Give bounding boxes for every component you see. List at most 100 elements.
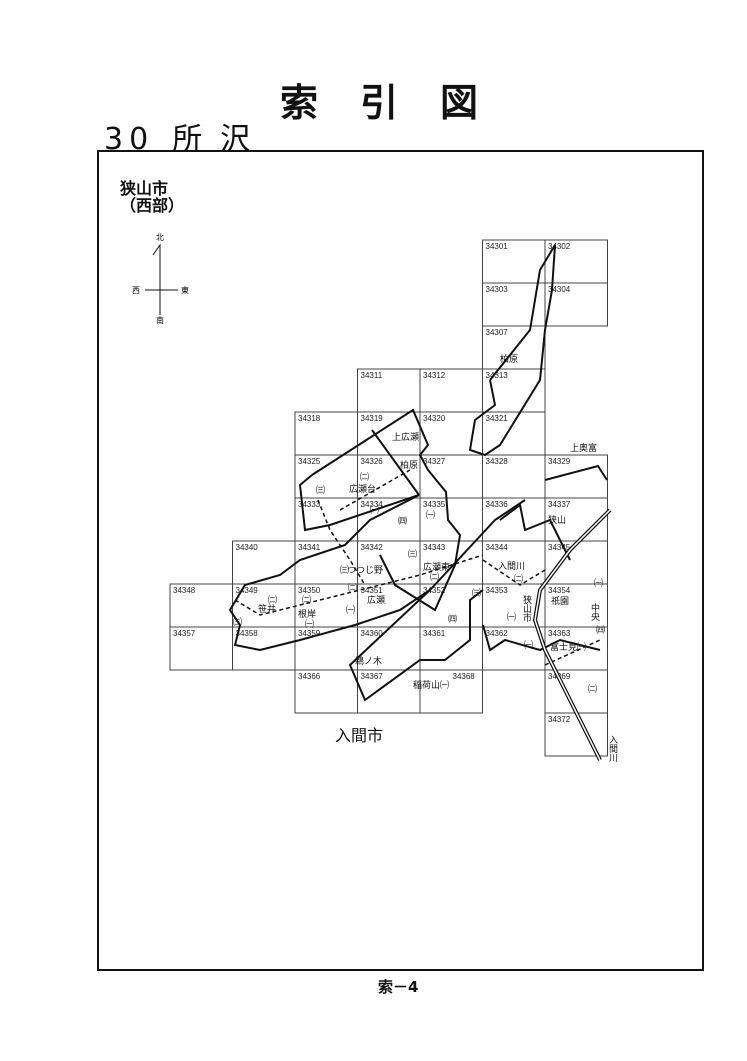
sheet-number: 34343 (423, 543, 446, 552)
compass-east: 東 (181, 285, 189, 295)
place-label: 柏原 (400, 459, 418, 471)
sheet-number: 34304 (548, 285, 571, 294)
sheet-number: 34349 (236, 586, 259, 595)
place-label: 上広瀬 (392, 431, 419, 443)
sheet-number: 34302 (548, 242, 571, 251)
sheet-number: 34353 (486, 586, 509, 595)
place-label: 中央 (589, 602, 600, 622)
place-label: 根岸 (298, 608, 316, 620)
place-label: ㈠ (594, 577, 603, 589)
sheet-number: 34367 (361, 672, 384, 681)
sheet-number: 34326 (361, 457, 384, 466)
sheet-number: 34340 (236, 543, 259, 552)
place-label: 稲荷山㈠ (413, 679, 449, 691)
place-label: ㈠ (370, 504, 379, 516)
sheet-number: 34328 (486, 457, 509, 466)
district-boundaries (228, 244, 608, 702)
sheet-number: 34329 (548, 457, 571, 466)
city-name: 狭山市 (120, 179, 169, 198)
place-label: ㈠ (305, 618, 314, 630)
place-label: ㈢ (472, 587, 481, 599)
place-label: ㈣ (448, 613, 457, 625)
city-part: （西部） (120, 196, 185, 215)
place-label: 入間川 (607, 735, 618, 762)
compass-icon: 北 南 西 東 (132, 233, 189, 325)
place-label: ㈢ (233, 616, 242, 628)
sheet-number: 34334 (361, 500, 384, 509)
sheet-number: 34354 (548, 586, 571, 595)
place-label: 広瀬 (367, 594, 385, 606)
place-labels: 柏原上広瀬柏原広瀬台㈡㈢㈠㈣㈠上奥富狭山つつじ野㈢㈢広瀬東㈡入間川㈡笹井㈡㈢根岸… (233, 353, 618, 762)
sheet-number: 34368 (453, 672, 476, 681)
place-label: ㈣ (398, 515, 407, 527)
sheet-number: 34303 (486, 285, 509, 294)
place-label: ㈢ (408, 548, 417, 560)
sheet-number: 34351 (361, 586, 384, 595)
sheet-number: 34358 (236, 629, 259, 638)
place-label: つつじ野 (347, 565, 383, 576)
place-label: ㈠ (426, 509, 435, 521)
place-label: ㈡ (360, 471, 369, 483)
compass-south: 南 (156, 315, 164, 325)
sheet-number: 34307 (486, 328, 509, 337)
place-label: ㈢ (340, 564, 349, 576)
sheet-number: 34336 (486, 500, 509, 509)
place-label: ㈡ (514, 573, 523, 585)
place-label: 上奥富 (570, 442, 597, 454)
place-label: ㈡ (430, 571, 439, 583)
place-label: 富士見㈠ (550, 641, 586, 653)
place-label: ㈣ (596, 624, 605, 636)
place-label: 広瀬東 (423, 561, 450, 573)
sheet-number: 34357 (173, 629, 196, 638)
sheet-number: 34359 (298, 629, 321, 638)
sheet-number: 34344 (486, 543, 509, 552)
sheet-number: 34360 (361, 629, 384, 638)
sheet-number: 34319 (361, 414, 384, 423)
sheet-number: 34372 (548, 715, 571, 724)
sheet-number: 34337 (548, 500, 571, 509)
sheet-number: 34327 (423, 457, 446, 466)
sheet-number: 34361 (423, 629, 446, 638)
sheet-number: 34345 (548, 543, 571, 552)
sheet-number: 34325 (298, 457, 321, 466)
place-label: ㈠ (507, 611, 516, 623)
sheet-number: 34362 (486, 629, 509, 638)
city-label: 狭山市（西部） (120, 180, 184, 214)
compass-west: 西 (132, 286, 140, 295)
sheet-number: 34352 (423, 586, 446, 595)
place-label: ㈡ (302, 594, 311, 606)
place-label: ㈡ (268, 594, 277, 606)
sheet-number: 34363 (548, 629, 571, 638)
place-label: ㈡ (348, 582, 357, 594)
sheet-number: 34366 (298, 672, 321, 681)
compass-north: 北 (156, 233, 164, 242)
place-label: ㈢ (316, 484, 325, 496)
place-label: 狭山 (548, 514, 566, 526)
page-title: 索引図 (280, 81, 521, 125)
sheet-number: 34320 (423, 414, 446, 423)
sheet-number: 34312 (423, 371, 446, 380)
sheet-number: 34333 (298, 500, 321, 509)
sheet-number: 34342 (361, 543, 384, 552)
place-label: 柏原 (500, 353, 518, 365)
map-sheet-34304[interactable] (544, 282, 608, 327)
place-label: ㈡ (588, 683, 597, 695)
place-label: ㈠ (346, 604, 355, 616)
neighbor-city-label: 入間市 (335, 726, 384, 745)
map-sheet-34368[interactable] (419, 669, 483, 714)
sheet-number: 34341 (298, 543, 321, 552)
sheet-number: 34348 (173, 586, 196, 595)
sheet-number: 34311 (361, 371, 383, 380)
railway-line (532, 508, 612, 761)
place-label: 狭山市 (521, 594, 532, 623)
place-label: 広瀬台 (349, 483, 376, 495)
page-number: 索－4 (378, 978, 419, 996)
sheet-number: 34301 (486, 242, 509, 251)
place-label: 入間川 (498, 561, 525, 572)
place-label: ㈠ (524, 639, 533, 651)
sheet-number: 34335 (423, 500, 446, 509)
map-frame (97, 150, 704, 971)
place-label: 祇園 (551, 595, 569, 607)
